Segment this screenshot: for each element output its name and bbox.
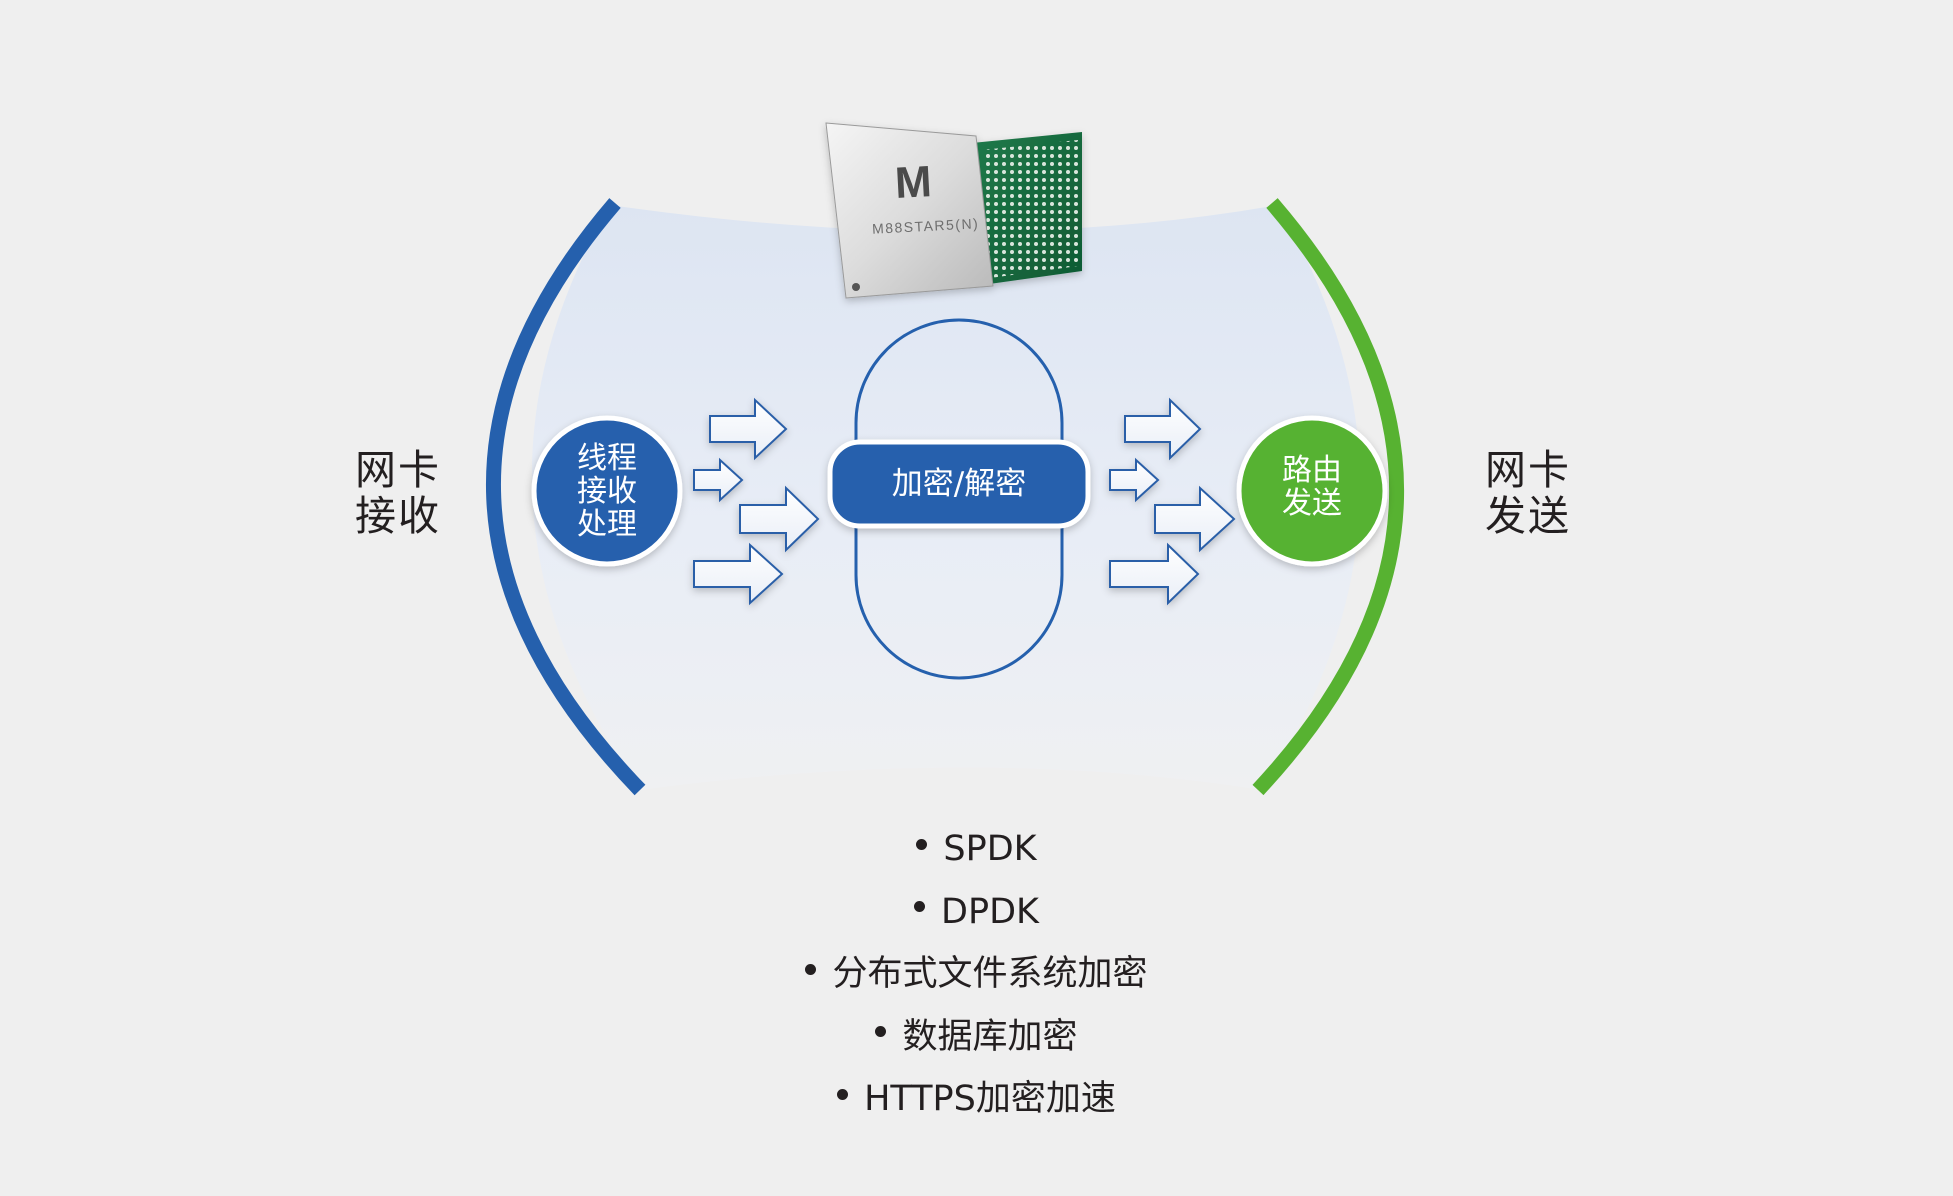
chip-icon: [825, 122, 1082, 299]
nic-send-line1: 网卡: [1485, 446, 1571, 494]
nic-receive-line2: 接收: [355, 492, 441, 540]
send-arc: [1252, 198, 1405, 796]
nic-receive-label: 网卡 接收: [352, 447, 444, 539]
arrow-icon: [739, 485, 820, 553]
arrow-icon: [693, 542, 784, 606]
feature-text: 数据库加密: [902, 1016, 1078, 1057]
right-arrows: [1109, 397, 1236, 606]
chip-pin-dot: [852, 283, 860, 291]
feature-item: HTTPS加密加速: [0, 1068, 1953, 1131]
feature-text: SPDK: [943, 829, 1037, 869]
chip-ball-grid: [982, 140, 1078, 278]
encrypt-decrypt-label: 加密/解密: [891, 466, 1027, 502]
feature-item: SPDK: [0, 818, 1953, 881]
chip-logo: M: [893, 157, 933, 208]
arrow-icon: [1109, 542, 1200, 606]
arrow-icon: [693, 457, 744, 503]
feature-item: 数据库加密: [0, 1006, 1953, 1069]
left-arrows: [693, 397, 820, 606]
nic-receive-line1: 网卡: [355, 446, 441, 494]
thread-receive-line2: 接收: [577, 474, 637, 509]
encrypt-decrypt-pill: [827, 439, 1091, 529]
route-send-circle: [1236, 415, 1388, 567]
bullet-icon: [805, 963, 817, 975]
receive-arc: [485, 198, 646, 796]
feature-text: HTTPS加密加速: [864, 1079, 1116, 1119]
thread-receive-line3: 处理: [577, 507, 637, 542]
bullet-icon: [916, 838, 928, 850]
chip-body: [825, 122, 994, 299]
bullet-icon: [837, 1088, 849, 1100]
nic-send-line2: 发送: [1485, 492, 1571, 540]
feature-list: SPDK DPDK 分布式文件系统加密 数据库加密 HTTPS加密加速: [0, 818, 1953, 1131]
route-send-text: 路由 发送: [1252, 454, 1372, 520]
feature-text: DPDK: [941, 891, 1039, 932]
bullet-icon: [875, 1026, 887, 1037]
thread-receive-line1: 线程: [577, 441, 637, 476]
arrow-icon: [1124, 397, 1202, 461]
arrow-icon: [1154, 485, 1236, 553]
thread-receive-text: 线程 接收 处理: [547, 442, 667, 541]
arrow-icon: [1109, 457, 1160, 503]
arrow-icon: [709, 397, 788, 461]
nic-send-label: 网卡 发送: [1482, 447, 1574, 539]
feature-item: DPDK: [0, 881, 1953, 944]
route-send-line1: 路由: [1282, 453, 1342, 488]
bullet-icon: [914, 901, 926, 912]
thread-receive-circle: [531, 415, 683, 567]
feature-item: 分布式文件系统加密: [0, 943, 1953, 1006]
feature-text: 分布式文件系统加密: [832, 954, 1148, 994]
route-send-line2: 发送: [1282, 486, 1342, 521]
